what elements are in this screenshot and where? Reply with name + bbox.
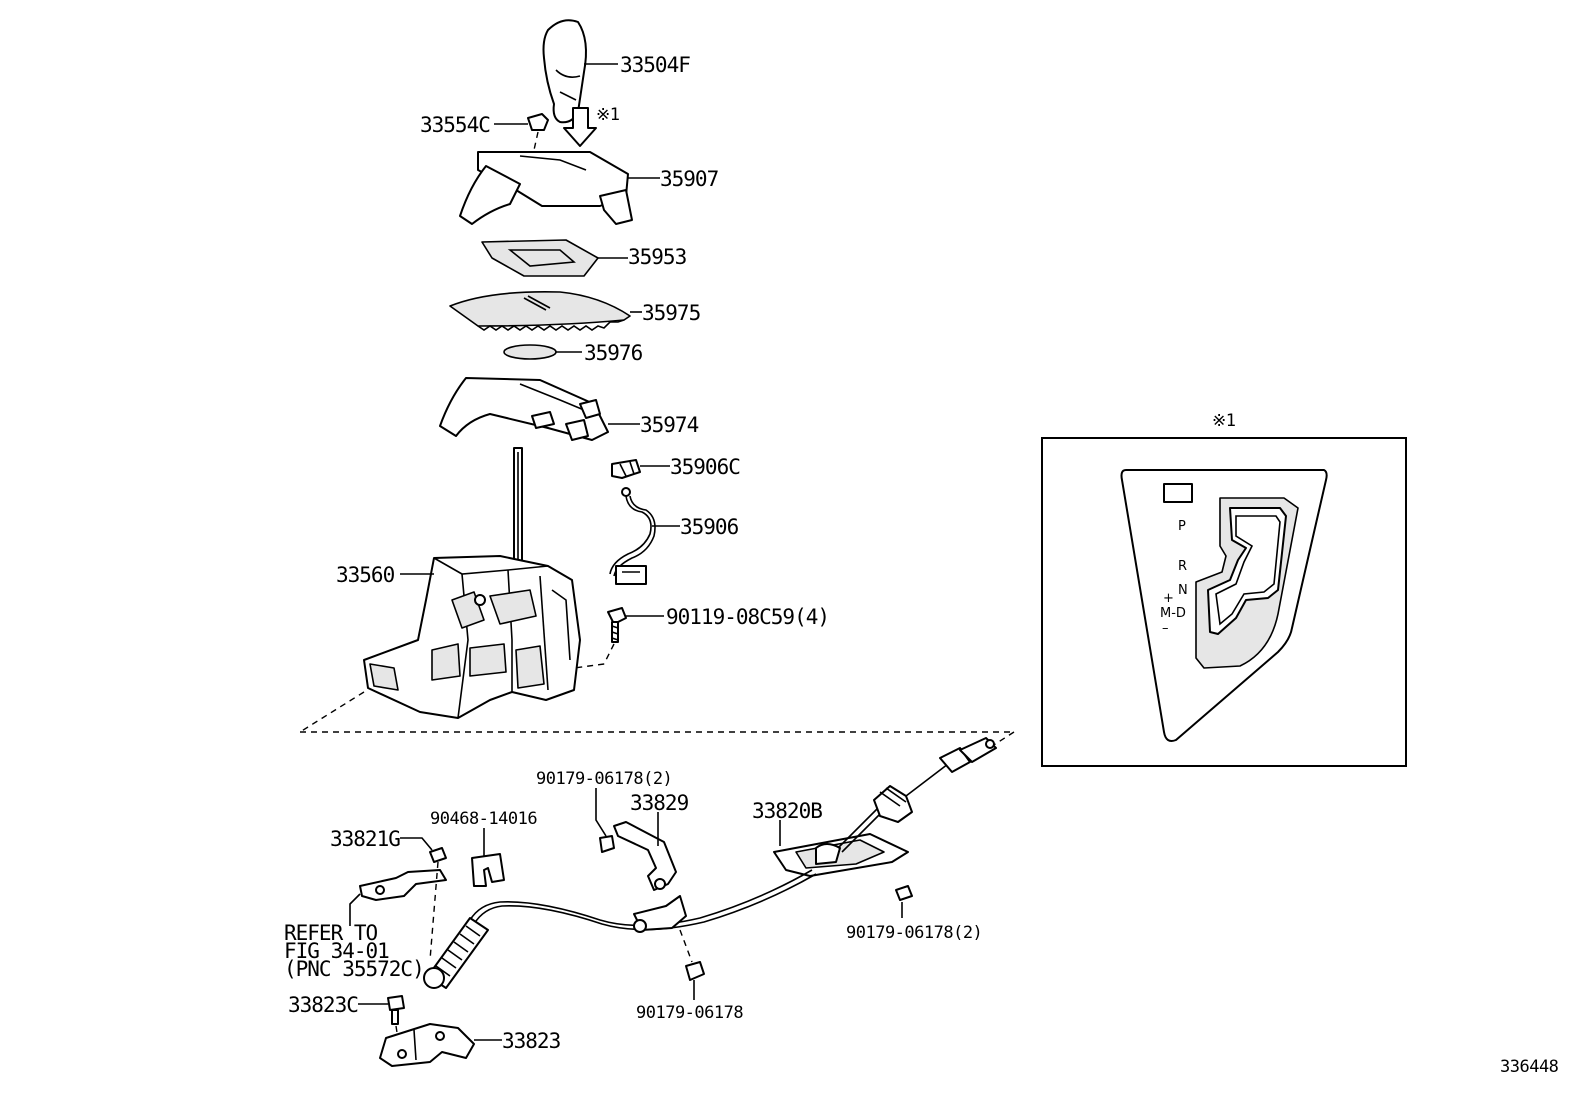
label-33560: 33560: [336, 563, 395, 587]
label-35906C: 35906C: [670, 455, 740, 479]
note-mark-1: ※1: [596, 105, 620, 125]
inset-title: ※1: [1212, 411, 1236, 431]
nut-90179-right-part: [895, 885, 913, 901]
gear-label-p: P: [1178, 519, 1186, 534]
label-35974: 35974: [640, 413, 699, 437]
label-35976: 35976: [584, 341, 643, 365]
clip-33554C-part: [527, 113, 549, 131]
plate-35953-part: [481, 239, 599, 277]
shift-cable-part: [423, 737, 997, 989]
gear-label-md: M-D: [1160, 606, 1186, 621]
bezel-35974-part: [439, 377, 609, 441]
bolt-33823C-part: [387, 995, 405, 1025]
label-33554C: 33554C: [420, 113, 490, 137]
shift-knob-part: [542, 19, 587, 124]
wire-harness-part: [609, 487, 656, 585]
nut-33821G-part: [429, 847, 447, 863]
dust-cover-part: [449, 290, 631, 331]
label-90119: 90119-08C59(4): [666, 605, 829, 629]
assembly-arrow: [563, 107, 597, 147]
label-33504F: 33504F: [620, 53, 690, 77]
bracket-33829-part: [613, 821, 677, 891]
label-33829: 33829: [630, 791, 689, 815]
label-90179-bottom: 90179-06178: [636, 1003, 743, 1023]
washer-35976-part: [503, 344, 557, 360]
nut-90179-bottom-part: [685, 961, 705, 981]
gear-label-minus: –: [1162, 621, 1169, 636]
indicator-housing-part: [459, 151, 633, 225]
label-35975: 35975: [642, 301, 700, 325]
label-90179-upper: 90179-06178(2): [536, 769, 672, 789]
label-33820B: 33820B: [752, 799, 822, 823]
gear-label-r: R: [1178, 559, 1187, 574]
bracket-33823-part: [379, 1023, 475, 1067]
refer-line-3: (PNC 35572C): [284, 957, 424, 981]
label-33823C: 33823C: [288, 993, 358, 1017]
shift-lever-assembly-part: [363, 447, 581, 719]
label-35907: 35907: [660, 167, 719, 191]
gear-label-n: N: [1178, 583, 1188, 598]
assembly-guide-left: [299, 691, 365, 733]
label-33823: 33823: [502, 1029, 561, 1053]
linkage-lever-part: [359, 869, 447, 901]
clip-90468-part: [471, 853, 505, 887]
label-35906: 35906: [680, 515, 739, 539]
gear-label-plus: +: [1163, 591, 1174, 606]
gear-plate-illustration: [1120, 469, 1328, 742]
label-90179-right: 90179-06178(2): [846, 923, 982, 943]
refer-line-2: FIG 34-01: [284, 939, 389, 963]
label-35953: 35953: [628, 245, 687, 269]
clip-35906C-part: [611, 459, 641, 479]
bolt-90179-upper-part: [599, 835, 615, 853]
label-33821G: 33821G: [330, 827, 400, 851]
refer-line-1: REFER TO: [284, 921, 378, 945]
label-90468: 90468-14016: [430, 809, 537, 829]
bolt-90119-part: [607, 607, 627, 643]
figure-id: 336448: [1500, 1057, 1559, 1077]
cable-boot-part: [773, 833, 909, 877]
